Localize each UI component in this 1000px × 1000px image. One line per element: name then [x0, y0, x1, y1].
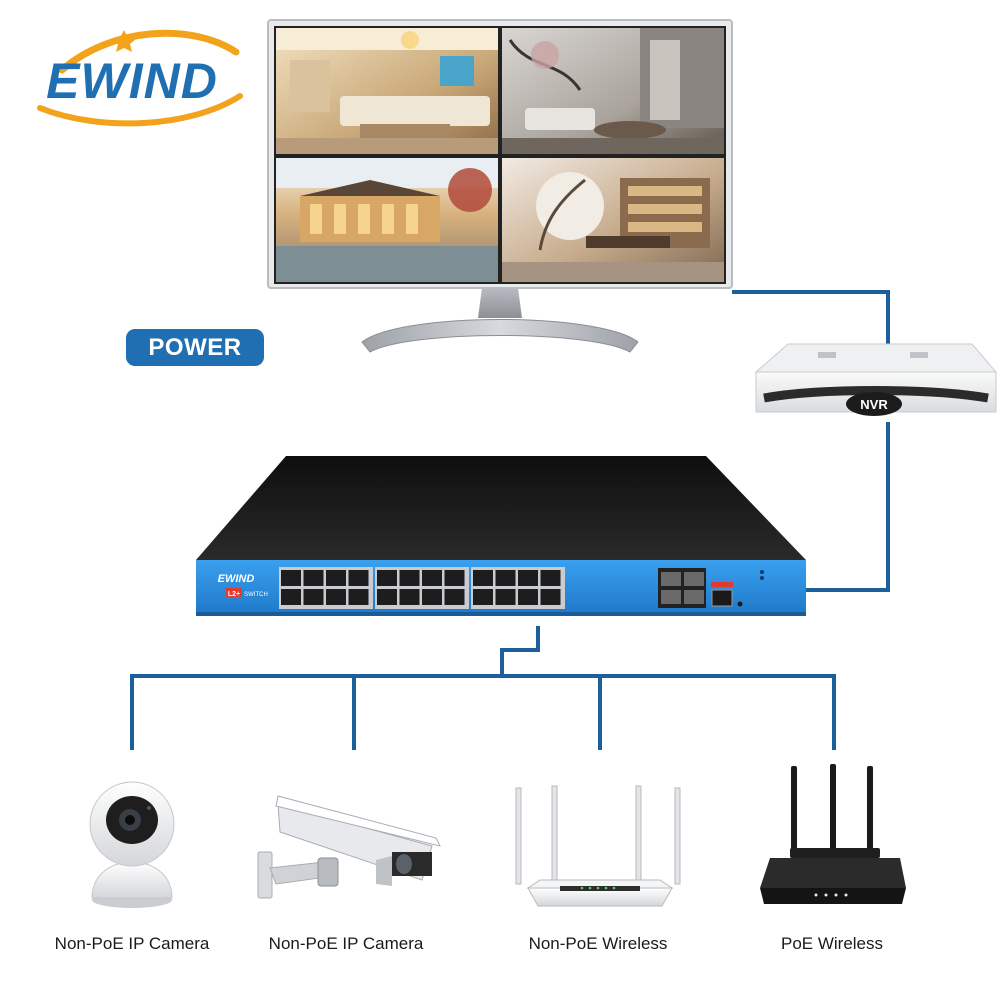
switch-series-text: SWITCH [244, 592, 268, 598]
rj45-port[interactable] [281, 570, 301, 586]
power-badge: POWER [126, 329, 264, 366]
nvr-vent-2 [910, 352, 928, 358]
monitor [267, 19, 733, 353]
rj45-port[interactable] [473, 570, 493, 586]
connection-lines [130, 290, 890, 750]
nvr-label: NVR [860, 397, 888, 412]
rj45-port[interactable] [377, 589, 397, 605]
rj45-port[interactable] [473, 589, 493, 605]
bullet-camera-icon [257, 795, 441, 899]
rj45-port[interactable] [326, 589, 346, 605]
status-led [737, 601, 743, 607]
sfp-port[interactable] [684, 572, 704, 586]
logo-swoosh-bottom [37, 93, 243, 127]
rj45-port[interactable] [422, 589, 442, 605]
camera-feed-dining-room [502, 158, 724, 282]
rj45-port[interactable] [540, 570, 561, 586]
rj45-port[interactable] [303, 570, 324, 586]
console-port[interactable] [711, 589, 733, 607]
camera-feed-courtyard [502, 28, 724, 154]
sfp-port[interactable] [684, 590, 704, 604]
dome-camera-icon [89, 781, 175, 908]
rj45-port[interactable] [348, 589, 369, 605]
rj45-port[interactable] [399, 570, 420, 586]
wireless-router-black-icon [760, 764, 906, 904]
indicator-led-2 [760, 576, 764, 580]
logo-swoosh-top [58, 29, 240, 74]
nvr-label-plate [846, 392, 902, 416]
switch-top [196, 456, 806, 560]
sfp-port[interactable] [661, 590, 681, 604]
device-label-2: Non-PoE IP Camera [268, 934, 424, 953]
link-monitor-to-nvr [732, 290, 890, 350]
device-label-4: PoE Wireless [780, 934, 884, 953]
rj45-port[interactable] [518, 570, 538, 586]
rj45-port[interactable] [303, 589, 324, 605]
link-nvr-to-switch [806, 422, 890, 592]
indicator-led-1 [760, 570, 764, 574]
nvr-top [754, 343, 998, 373]
rj45-port[interactable] [326, 570, 346, 586]
rj45-port-grid [279, 567, 565, 609]
rj45-port[interactable] [281, 589, 301, 605]
poe-switch: EWIND L2+ SWITCH [196, 456, 806, 616]
rj45-port[interactable] [377, 570, 397, 586]
link-switch-to-bus [500, 626, 540, 676]
nvr-device: NVR [754, 343, 998, 416]
nvr-vent-1 [818, 352, 836, 358]
rj45-port[interactable] [399, 589, 420, 605]
logo-star-icon [112, 30, 136, 52]
rj45-port[interactable] [540, 589, 561, 605]
monitor-stand-neck [478, 288, 522, 318]
console-port-label-bg [711, 582, 733, 587]
nvr-front-stripe [763, 386, 989, 403]
rj45-port[interactable] [495, 570, 516, 586]
rj45-port[interactable] [495, 589, 516, 605]
rj45-port[interactable] [444, 589, 465, 605]
rj45-port[interactable] [518, 589, 538, 605]
switch-series-badge-bg [226, 588, 242, 597]
rj45-port[interactable] [348, 570, 369, 586]
rj45-port[interactable] [422, 570, 442, 586]
device-label-3: Non-PoE Wireless [528, 934, 668, 953]
switch-front-shadow [196, 612, 806, 616]
camera-feed-living-room [276, 28, 498, 154]
brand-logo: EWIND [37, 29, 243, 127]
wireless-router-white-icon [515, 785, 681, 907]
switch-series-badge: L2+ [228, 591, 240, 598]
logo-text: EWIND [46, 53, 218, 109]
sfp-port[interactable] [661, 572, 681, 586]
device-label-1: Non-PoE IP Camera [54, 934, 210, 953]
camera-feed-villa-exterior [276, 158, 498, 282]
monitor-stand-base [361, 319, 639, 353]
rj45-port[interactable] [444, 570, 465, 586]
sfp-ports [658, 568, 706, 608]
switch-brand: EWIND [218, 573, 255, 585]
